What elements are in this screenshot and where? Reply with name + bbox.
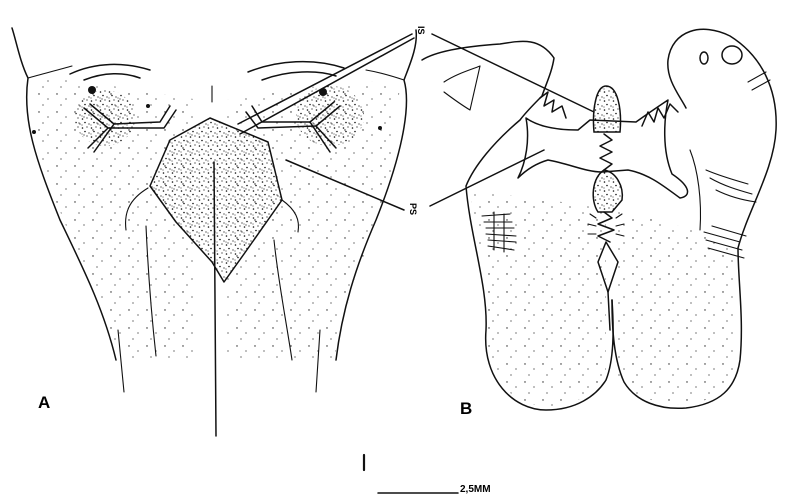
panel-a-ridge-right-1 — [248, 62, 344, 72]
panel-b-orbit-small — [700, 52, 708, 64]
panel-b-lower-diamond — [593, 170, 622, 212]
panel-a-dot-3 — [378, 126, 382, 130]
panel-a-dot-1 — [146, 104, 150, 108]
label-is: IS — [416, 26, 426, 35]
panel-a-dot-2 — [32, 130, 36, 134]
panel-a-drawing — [12, 28, 416, 436]
panel-b-arc-lines — [706, 170, 756, 202]
panel-b-midline — [608, 292, 610, 330]
panel-a-ridge-left-1 — [70, 64, 150, 74]
panel-b-surface-texture-right — [616, 210, 738, 404]
panel-a-outline-left-inner — [28, 66, 72, 78]
panel-b-hatch-right-top — [748, 72, 770, 90]
panel-a-outline-right-inner — [366, 70, 404, 80]
panel-a-ridge-left-2 — [84, 74, 140, 80]
panel-b-label: B — [460, 399, 472, 418]
panel-a-foramen-left — [88, 86, 96, 94]
panel-b-orbit-large — [722, 46, 742, 64]
panel-a-label: A — [38, 393, 50, 412]
scale-bar-label: 2,5MM — [460, 484, 491, 495]
panel-b-upper-spindle — [594, 86, 621, 132]
panel-b-curve-right-inner — [690, 150, 701, 230]
panel-b-left-notch — [444, 66, 480, 110]
panel-b-drawing — [422, 29, 776, 410]
panel-a-stipple-patch-right — [296, 86, 364, 146]
label-ps: PS — [408, 203, 418, 215]
